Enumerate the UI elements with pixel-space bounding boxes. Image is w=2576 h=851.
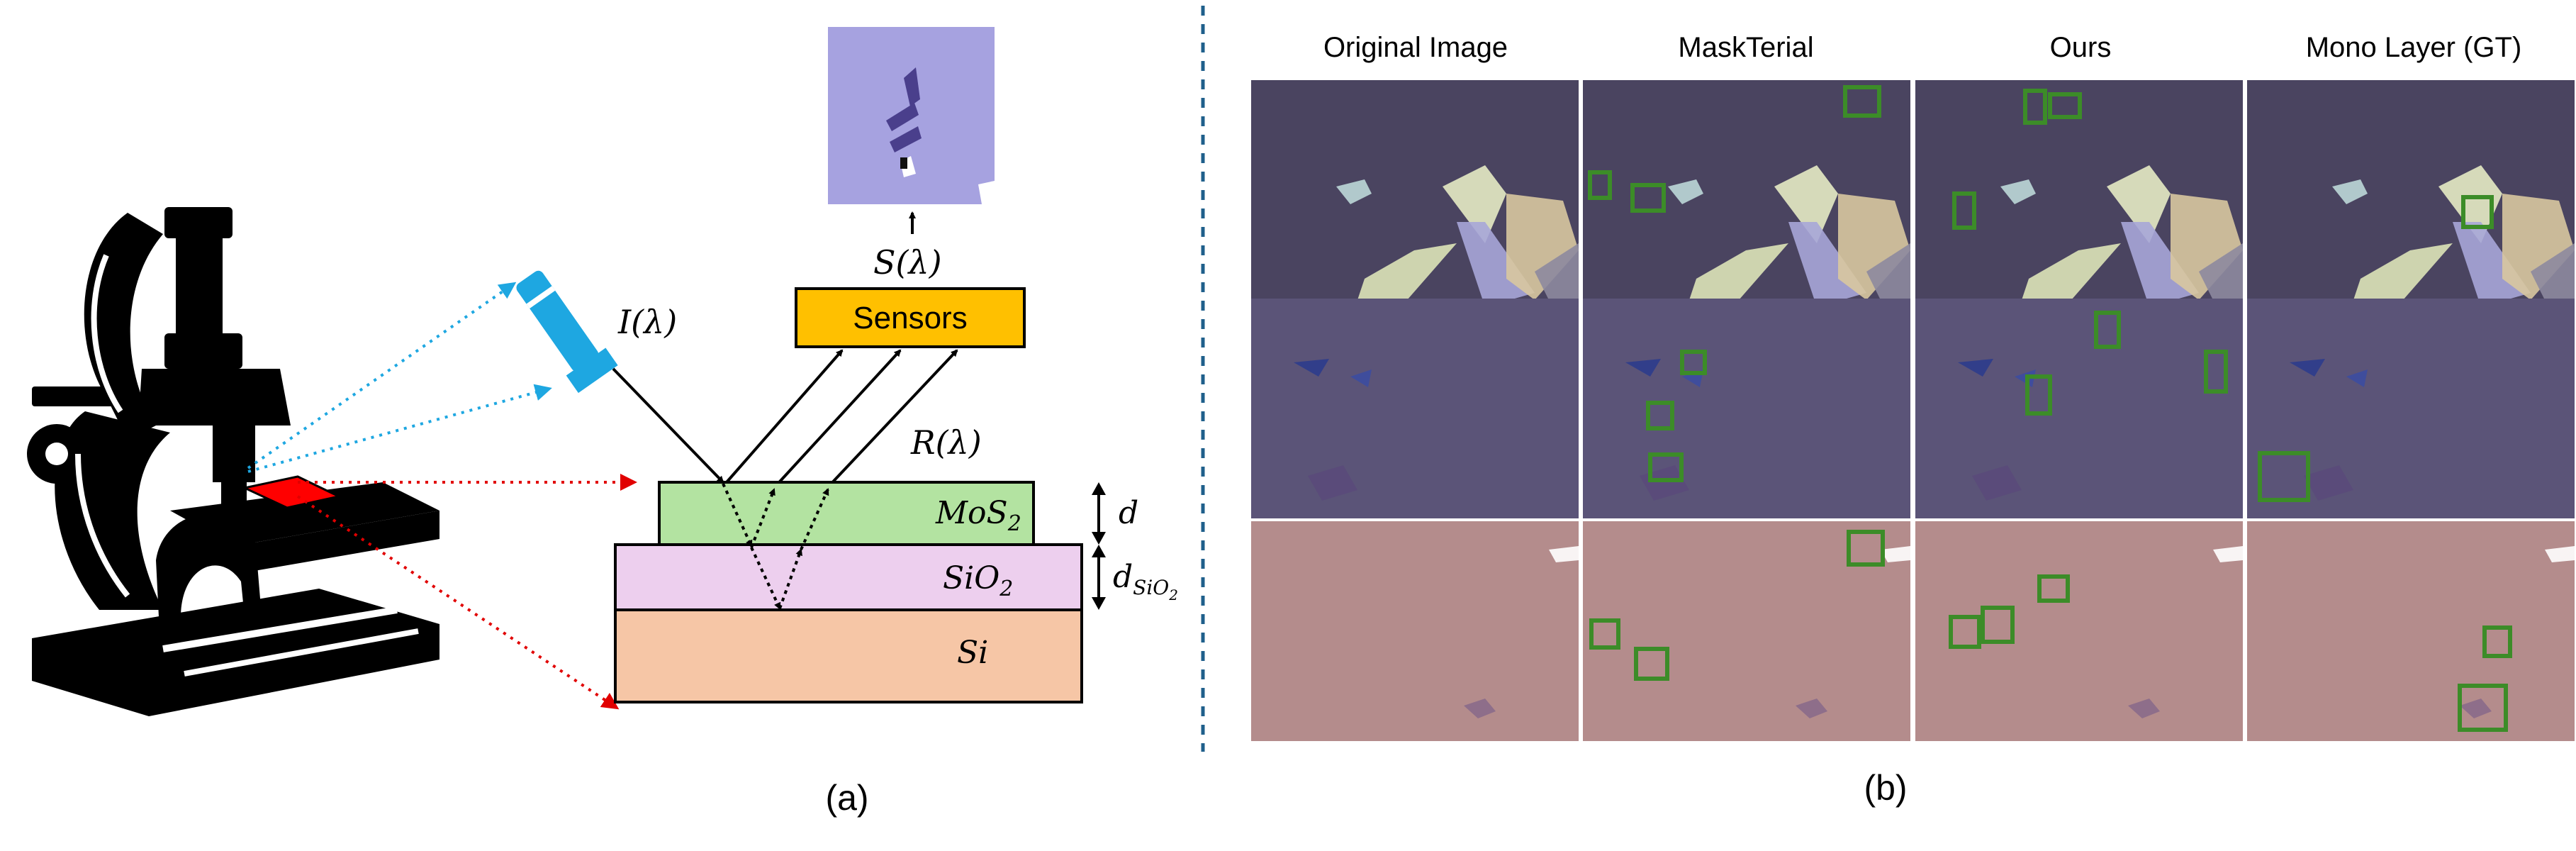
- detection-box: [2025, 374, 2052, 416]
- thickness-mos2-label: d: [1119, 495, 1138, 531]
- panel-a: I(λ) S(λ) Sensors R(λ) MoS2 SiO2 Si: [27, 27, 1178, 818]
- column-header-maskterial: MaskTerial: [1678, 32, 1813, 63]
- detection-box: [2048, 92, 2082, 119]
- thickness-sio2-label: dSiO2: [1113, 559, 1178, 604]
- grid-cell-row3-original: [1251, 521, 1579, 741]
- detection-box: [1847, 530, 1885, 567]
- layer-mos2: [658, 481, 1035, 546]
- layer-si: [614, 608, 1083, 703]
- detection-box: [2461, 195, 2494, 229]
- panel-a-caption: (a): [825, 778, 868, 818]
- microscope-icon: [27, 207, 439, 716]
- grid-cell-row1-gt: [2247, 80, 2575, 307]
- image-grid: [1251, 80, 2575, 741]
- reflected-ray-2: [771, 349, 902, 491]
- column-header-ours: Ours: [2050, 32, 2112, 63]
- incident-ray: [612, 367, 724, 484]
- panel-b: Original Image MaskTerial Ours Mono Laye…: [1251, 32, 2575, 808]
- detection-box: [1630, 183, 1666, 213]
- reflected-ray-1: [725, 349, 844, 484]
- reflected-ray-3: [824, 349, 958, 491]
- detection-box: [1843, 85, 1881, 118]
- detection-box: [2094, 311, 2121, 349]
- column-header-gt: Mono Layer (GT): [2306, 32, 2522, 63]
- detection-box: [1952, 191, 1976, 230]
- grid-cell-row1-maskterial: [1583, 80, 1910, 307]
- detection-box: [1680, 350, 1707, 375]
- incident-light-label: I(λ): [617, 303, 677, 341]
- thickness-marker-sio2: [1092, 545, 1106, 610]
- detection-box: [1588, 170, 1612, 200]
- grid-cell-row2-maskterial: [1583, 299, 1910, 518]
- detection-box: [1648, 452, 1684, 482]
- light-ray-to-torch: [247, 282, 517, 469]
- sensors-box: [795, 287, 1026, 348]
- layer-mos2-label: MoS2: [935, 495, 1021, 536]
- detection-box: [2458, 684, 2508, 732]
- reflect-label: R(λ): [910, 423, 982, 462]
- grid-cell-row3-maskterial: [1583, 521, 1910, 741]
- detection-box: [2023, 89, 2047, 125]
- sensor-output-image: [828, 27, 995, 204]
- detection-box: [2204, 350, 2228, 394]
- internal-reflection-rays: [722, 483, 829, 610]
- layer-si-label: Si: [957, 635, 988, 671]
- grid-cell-row2-gt: [2247, 299, 2575, 518]
- signal-label: S(λ): [873, 243, 942, 282]
- detection-box: [1589, 618, 1620, 650]
- grid-cell-row2-original: [1251, 299, 1579, 518]
- grid-cell-row1-original: [1251, 80, 1579, 307]
- layer-sio2: [614, 543, 1083, 611]
- detection-box: [2037, 574, 2070, 603]
- grid-cell-row1-ours: [1915, 80, 2243, 307]
- grid-cell-row3-gt: [2247, 521, 2575, 741]
- light-ray-to-torch-2: [247, 384, 552, 473]
- grid-cell-row3-ours: [1915, 521, 2243, 741]
- grid-cell-row2-ours: [1915, 299, 2243, 518]
- thickness-marker-mos2: [1092, 482, 1106, 545]
- detection-box: [1981, 606, 2015, 644]
- detection-box: [1646, 401, 1674, 430]
- sample-red-icon: [241, 475, 342, 509]
- detection-box: [1949, 615, 1981, 649]
- detection-box: [2482, 625, 2512, 658]
- sensors-label: Sensors: [853, 301, 967, 335]
- detection-box: [2258, 451, 2310, 502]
- panel-b-caption: (b): [1864, 768, 1907, 808]
- column-header-original: Original Image: [1323, 32, 1508, 63]
- layer-sio2-label: SiO2: [943, 560, 1013, 601]
- detection-box: [1634, 647, 1669, 681]
- flashlight-icon: [516, 270, 618, 394]
